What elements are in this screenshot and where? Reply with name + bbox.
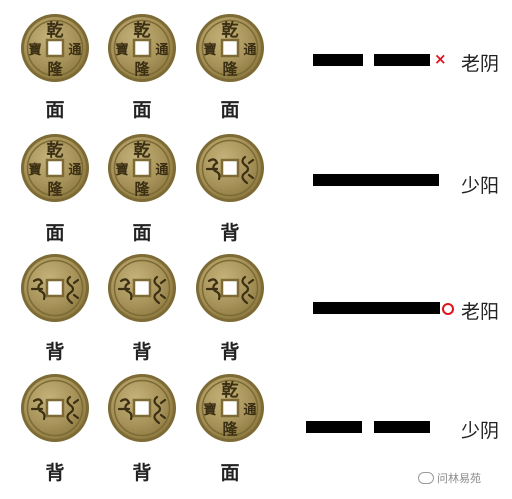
yin-line-segment (374, 54, 430, 66)
coin-char-left: 寶 (203, 42, 216, 58)
coin-char-left: 寶 (115, 42, 128, 58)
coin-svg (108, 254, 176, 322)
wechat-icon (418, 472, 434, 484)
coin-side-label: 背 (132, 462, 152, 484)
changing-yang-mark-icon (442, 303, 454, 315)
coin-side-label: 面 (132, 99, 152, 121)
coin-obverse: 乾隆寶 通 (20, 133, 90, 203)
coin-char-bottom: 隆 (222, 420, 238, 438)
coin-reverse (195, 253, 265, 323)
coin-svg (196, 134, 264, 202)
coin-svg: 乾隆寶 通 (196, 14, 264, 82)
coin-char-left: 寶 (203, 402, 216, 418)
coin-obverse: 乾隆寶 通 (195, 373, 265, 443)
coin-side-label: 背 (220, 341, 240, 363)
coin-svg (21, 254, 89, 322)
coin-svg: 乾隆寶 通 (108, 134, 176, 202)
coin-side-label: 背 (220, 222, 240, 244)
coin-char-right: 通 (68, 162, 81, 178)
coin-side-label: 面 (45, 99, 65, 121)
coin-char-bottom: 隆 (134, 180, 150, 198)
coin-char-top: 乾 (222, 380, 239, 401)
coin-char-bottom: 隆 (134, 60, 150, 78)
coin-reverse (107, 253, 177, 323)
coin-char-right: 通 (155, 162, 168, 178)
coin-side-label: 背 (132, 341, 152, 363)
coin-char-left: 寶 (115, 162, 128, 178)
changing-yin-mark-icon: × (434, 50, 447, 68)
coin-char-right: 通 (243, 402, 256, 418)
coin-reverse (195, 133, 265, 203)
coin-reverse (107, 373, 177, 443)
coin-reverse (20, 253, 90, 323)
yin-line-segment (374, 421, 430, 433)
coin-char-top: 乾 (134, 20, 151, 41)
yao-name-label: 老阳 (461, 301, 500, 323)
yin-line-segment (313, 54, 363, 66)
coin-side-label: 面 (220, 99, 240, 121)
coin-obverse: 乾隆寶 通 (107, 13, 177, 83)
coin-char-top: 乾 (47, 20, 64, 41)
coin-svg (21, 374, 89, 442)
coin-side-label: 背 (45, 341, 65, 363)
coin-char-top: 乾 (47, 140, 64, 161)
coin-side-label: 面 (132, 222, 152, 244)
coin-char-left: 寶 (28, 162, 41, 178)
coin-char-right: 通 (155, 42, 168, 58)
coin-svg: 乾隆寶 通 (21, 14, 89, 82)
yao-name-label: 少阳 (461, 175, 500, 197)
coin-svg (196, 254, 264, 322)
coin-char-right: 通 (243, 42, 256, 58)
yang-line (313, 302, 440, 314)
coin-svg: 乾隆寶 通 (196, 374, 264, 442)
coin-svg: 乾隆寶 通 (108, 14, 176, 82)
watermark-text: 问林易苑 (437, 472, 481, 485)
coin-side-label: 面 (45, 222, 65, 244)
yang-line (313, 174, 439, 186)
coin-svg (108, 374, 176, 442)
coin-char-bottom: 隆 (222, 60, 238, 78)
coin-side-label: 面 (220, 462, 240, 484)
coin-char-top: 乾 (222, 20, 239, 41)
coin-char-bottom: 隆 (47, 60, 63, 78)
yao-name-label: 少阴 (461, 420, 500, 442)
coin-obverse: 乾隆寶 通 (107, 133, 177, 203)
coin-char-right: 通 (68, 42, 81, 58)
coin-svg: 乾隆寶 通 (21, 134, 89, 202)
coin-char-top: 乾 (134, 140, 151, 161)
coin-obverse: 乾隆寶 通 (20, 13, 90, 83)
yao-name-label: 老阴 (461, 53, 500, 75)
watermark: 问林易苑 (418, 470, 481, 486)
coin-reverse (20, 373, 90, 443)
coin-char-bottom: 隆 (47, 180, 63, 198)
coin-char-left: 寶 (28, 42, 41, 58)
yin-line-segment (306, 421, 362, 433)
coin-obverse: 乾隆寶 通 (195, 13, 265, 83)
coin-side-label: 背 (45, 462, 65, 484)
